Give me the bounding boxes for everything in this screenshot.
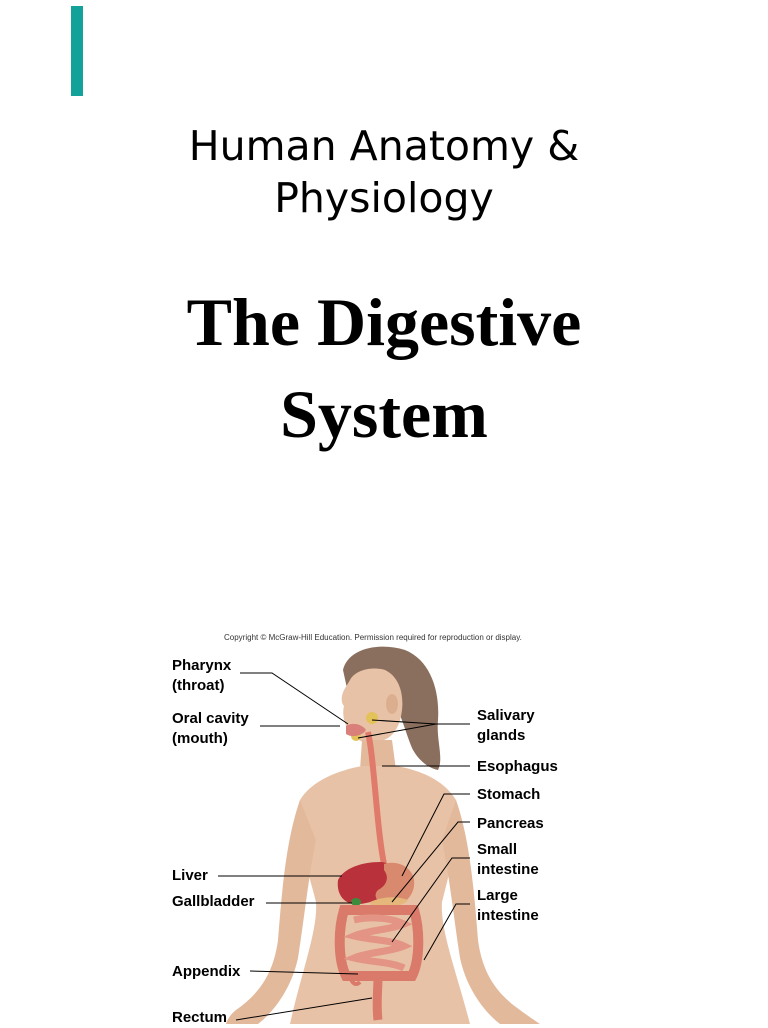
- label-large-intestine: Large intestine: [477, 887, 539, 924]
- label-gallbladder: Gallbladder: [172, 893, 255, 910]
- gallbladder: [351, 898, 361, 906]
- label-rectum: Rectum: [172, 1009, 228, 1026]
- oral-cavity: [346, 723, 366, 737]
- label-stomach: Stomach: [477, 786, 541, 803]
- large-intestine: [334, 905, 424, 981]
- label-appendix: Appendix: [172, 963, 241, 980]
- esophagus: [365, 731, 387, 865]
- label-esophagus: Esophagus: [477, 758, 558, 775]
- label-oral-cavity: Oral cavity (mouth): [172, 710, 249, 747]
- anatomy-drawing: [218, 646, 540, 1024]
- left-arm: [226, 800, 316, 1024]
- leader-lines: [218, 672, 470, 1021]
- salivary-gland: [366, 712, 378, 724]
- slide-title: The Digestive System: [186, 284, 582, 452]
- copyright-notice: Copyright © McGraw-Hill Education. Permi…: [224, 633, 522, 642]
- digestive-system-illustration: Pharynx (throat) Oral cavity (mouth) Liv…: [0, 640, 768, 1026]
- right-arm: [442, 800, 540, 1024]
- label-small-intestine: Small intestine: [477, 841, 539, 878]
- label-salivary-glands: Salivary glands: [477, 707, 535, 744]
- label-liver: Liver: [172, 867, 208, 884]
- label-pharynx: Pharynx (throat): [172, 657, 232, 694]
- ear: [386, 694, 398, 714]
- rectum: [372, 975, 383, 1021]
- label-pancreas: Pancreas: [477, 815, 544, 832]
- stomach: [375, 862, 415, 907]
- appendix: [348, 975, 362, 986]
- slide-subtitle: Human Anatomy & Physiology: [188, 122, 580, 222]
- small-intestine: [343, 914, 413, 972]
- accent-bar: [71, 6, 83, 96]
